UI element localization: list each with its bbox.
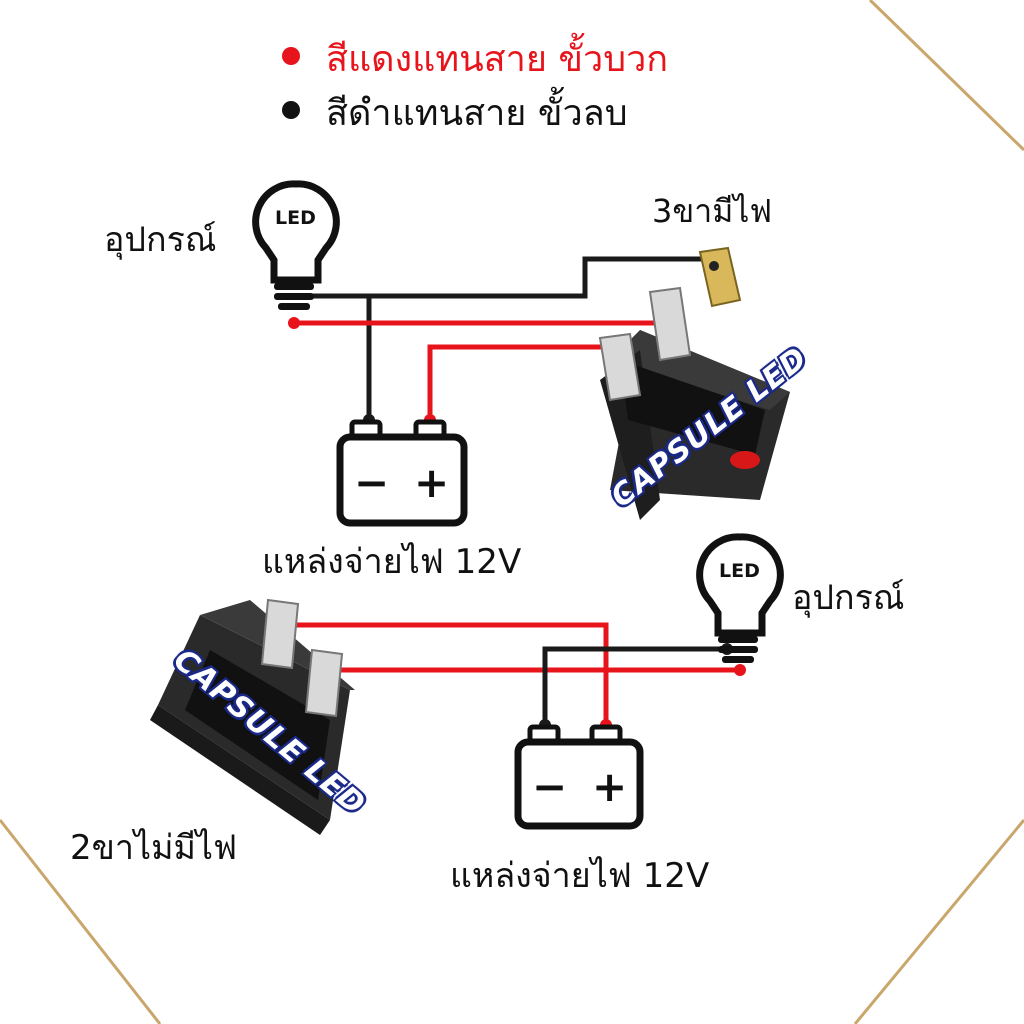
top-red-wires [294,320,664,420]
legend-black-text: สีดำแทนสาย ขั้วลบ [326,93,628,134]
top-switch-label: 3ขามีไฟ [652,192,773,230]
bottom-rocker-switch [150,598,355,835]
bottom-wire-joints [280,619,746,731]
top-led-bulb-icon [252,180,340,310]
top-device-label: อุปกรณ์ [104,220,217,260]
bottom-red-wires [286,622,740,725]
bottom-battery-plus: + [592,762,628,811]
legend-red-text: สีแดงแทนสาย ขั้วบวก [326,39,669,80]
top-rocker-switch [598,246,790,520]
bottom-power-label: แหล่งจ่ายไฟ 12V [450,856,710,896]
bottom-battery-minus: − [532,762,568,811]
black-legend-dot [282,101,300,119]
top-battery-icon [336,419,468,527]
top-battery-plus: + [414,458,450,507]
top-black-wires [312,256,708,420]
bottom-lamp-text: LED [719,560,760,582]
bottom-battery-icon [514,724,644,830]
bottom-led-bulb-icon [696,533,784,663]
bottom-switch-label: 2ขาไม่มีไฟ [70,828,238,868]
bottom-device-label: อุปกรณ์ [792,578,905,618]
top-battery-minus: − [354,458,390,507]
top-lamp-text: LED [275,207,316,229]
red-legend-dot [282,47,300,65]
top-power-label: แหล่งจ่ายไฟ 12V [262,542,522,582]
bottom-black-wires [542,646,727,725]
